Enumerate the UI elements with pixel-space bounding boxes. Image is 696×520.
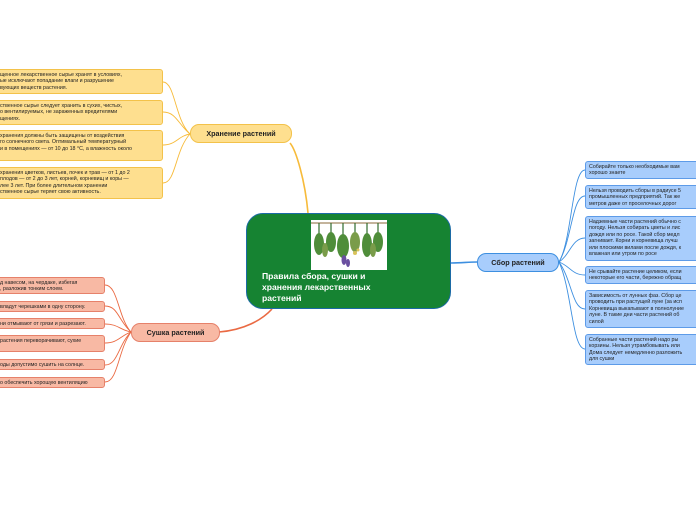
storage-note-4[interactable]: хранения цветков, листьев, почек и трав … (0, 167, 163, 199)
link-storage-4 (162, 133, 191, 184)
central-topic[interactable]: Правила сбора, сушки и хранения лекарств… (246, 213, 451, 309)
link-drying-3 (104, 323, 132, 333)
drying-note-2[interactable]: владут черешками в одну сторону. (0, 301, 105, 312)
collection-note-3[interactable]: Надземные части растений обычно с погоду… (585, 216, 696, 261)
collection-note-5[interactable]: Зависимость от лунных фаз. Сбор це прово… (585, 290, 696, 328)
drying-note-4[interactable]: растения переворачивают, сухие (0, 335, 105, 352)
link-drying-1 (104, 284, 132, 333)
link-drying-4 (104, 331, 132, 344)
link-drying-2 (104, 305, 132, 333)
central-title: Правила сбора, сушки и хранения лекарств… (262, 271, 371, 303)
link-storage-2 (162, 111, 191, 135)
link-collection-6 (558, 261, 586, 350)
collection-note-6[interactable]: Собранные части растений надо ры корзины… (585, 334, 696, 365)
topic-storage[interactable]: Хранение растений (190, 124, 292, 143)
link-collection-2 (558, 195, 586, 263)
link-collection-1 (558, 169, 586, 263)
link-central-drying (218, 308, 273, 333)
hanging-herbs-icon (311, 220, 387, 270)
drying-note-3[interactable]: ни отмывают от грязи и разрезают. (0, 318, 105, 329)
link-storage-1 (162, 81, 191, 135)
storage-note-1[interactable]: щенное лекарственное сырье хранят в усло… (0, 69, 163, 94)
link-collection-4 (558, 261, 586, 276)
storage-note-3[interactable]: хранения должны быть защищены от воздейс… (0, 130, 163, 161)
link-collection-5 (558, 261, 586, 310)
link-storage-3 (162, 133, 191, 146)
link-central-collection (450, 261, 478, 264)
link-central-storage (289, 142, 309, 214)
drying-note-5[interactable]: оды допустимо сушить на солнце. (0, 359, 105, 370)
collection-note-4[interactable]: Не срывайте растение целиком, если некот… (585, 266, 696, 284)
storage-note-2[interactable]: ственное сырье следует хранить в сухих, … (0, 100, 163, 125)
link-drying-6 (104, 331, 132, 383)
topic-drying[interactable]: Сушка растений (131, 323, 220, 342)
link-drying-5 (104, 331, 132, 366)
collection-note-1[interactable]: Собирайте только необходимые вам хорошо … (585, 161, 696, 179)
collection-note-2[interactable]: Нельзя проводить сборы в радиусе 5 промы… (585, 185, 696, 209)
link-collection-3 (558, 237, 586, 263)
drying-note-6[interactable]: о обеспечить хорошую вентиляцию (0, 377, 105, 388)
topic-collection[interactable]: Сбор растений (477, 253, 559, 272)
drying-note-1[interactable]: д навесом, на чердаке, избегая , разложи… (0, 277, 105, 294)
